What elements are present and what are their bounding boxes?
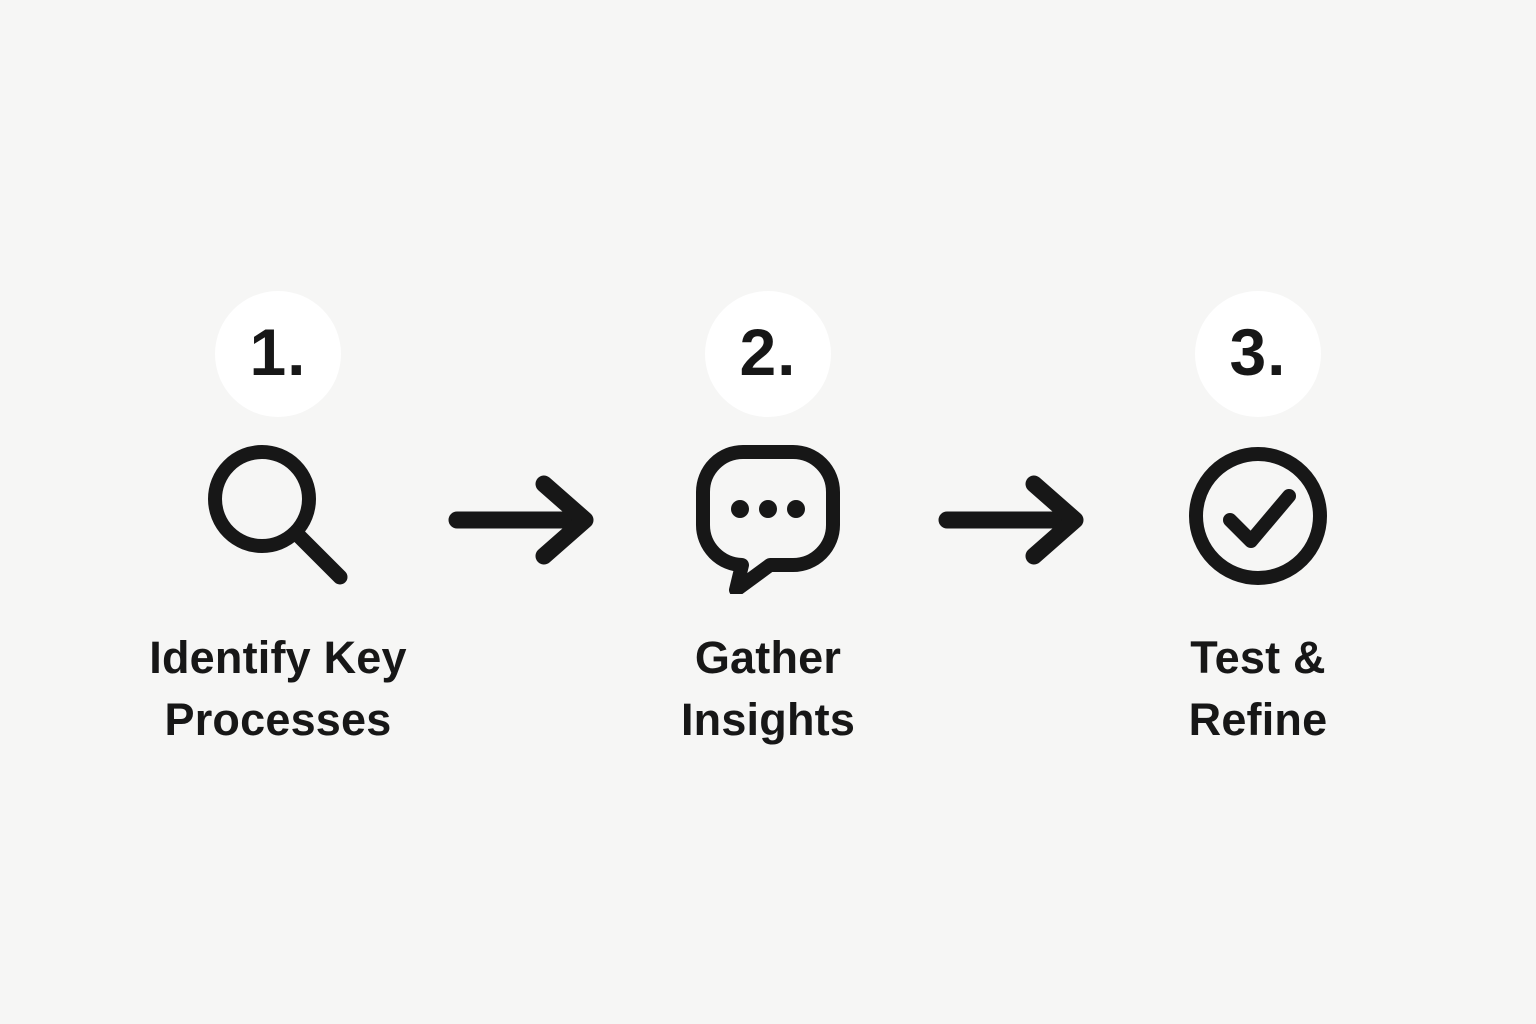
step-number-badge: 2. [705, 290, 831, 417]
step-number: 1. [249, 314, 307, 389]
magnifier-icon [203, 443, 353, 593]
step-number-badge: 3. [1195, 290, 1321, 417]
step-label: Identify Key Processes [149, 631, 407, 745]
step-number: 2. [739, 314, 797, 389]
speech-bubble-icon [693, 443, 843, 594]
right-arrow-icon [933, 474, 1093, 566]
step-identify-key-processes: 1. Identify Key Processes [113, 290, 443, 751]
step-label: Gather Insights [680, 631, 856, 745]
step-gather-insights: 2. Gather Insights [603, 290, 933, 751]
step-number: 3. [1229, 314, 1287, 389]
step-number-badge: 1. [215, 290, 341, 417]
step-test-and-refine: 3. Test & Refine [1093, 290, 1423, 751]
check-circle-icon [1183, 443, 1333, 593]
step-label: Test & Refine [1188, 631, 1328, 745]
process-flow-diagram: 1. Identify Key Processes 2. [113, 273, 1423, 751]
right-arrow-icon [443, 474, 603, 566]
